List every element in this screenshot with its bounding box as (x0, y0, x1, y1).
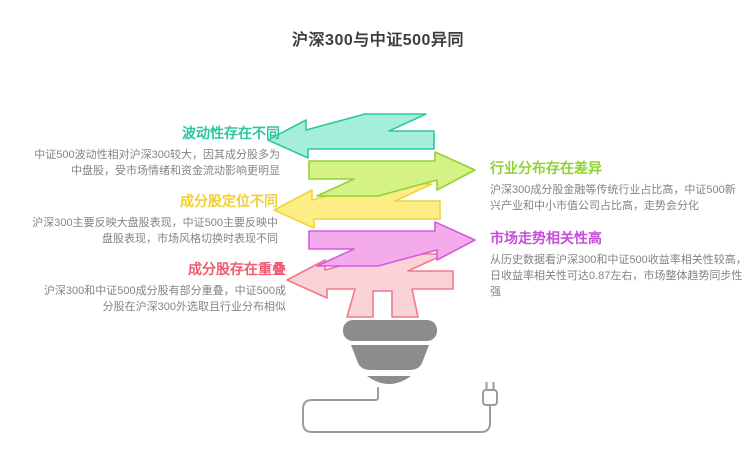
plug-icon (482, 382, 498, 406)
arrow-volatility-left (267, 113, 435, 159)
arrow-industry-right (308, 151, 476, 197)
item-description: 从历史数据看沪深300和中证500收益率相关性较高，日收益率相关性可达0.87左… (490, 254, 747, 298)
arrow-positioning-left (273, 183, 441, 229)
item-heading: 市场走势相关性高 (490, 230, 602, 246)
page-title: 沪深300与中证500异同 (292, 32, 464, 49)
cord-wire (302, 387, 491, 433)
item-heading: 成分股定位不同 (180, 193, 278, 209)
item-correlation: 市场走势相关性高 从历史数据看沪深300和中证500收益率相关性较高，日收益率相… (490, 230, 750, 300)
arrow-correlation-right (308, 221, 476, 267)
bulb-cup (351, 345, 429, 370)
item-positioning: 成分股定位不同 沪深300主要反映大盘股表现，中证500主要反映中盘股表现，市场… (26, 193, 278, 247)
item-overlap: 成分股存在重叠 沪深300和中证500成分股有部分重叠，中证500成分股在沪深3… (34, 261, 286, 315)
item-description: 沪深300和中证500成分股有部分重叠，中证500成分股在沪深300外选取且行业… (43, 285, 286, 313)
bulb-cap (343, 320, 437, 341)
item-heading: 行业分布存在差异 (490, 160, 602, 176)
item-industry: 行业分布存在差异 沪深300成分股金融等传统行业占比高，中证500新兴产业和中小… (490, 160, 746, 214)
plug-prongs (485, 382, 495, 390)
item-heading: 成分股存在重叠 (188, 261, 286, 277)
lightbulb-icon (343, 320, 437, 384)
item-volatility: 波动性存在不同 中证500波动性相对沪深300较大，因其成分股多为中盘股，受市场… (30, 125, 280, 179)
item-description: 沪深300主要反映大盘股表现，中证500主要反映中盘股表现，市场风格切换时表现不… (32, 217, 278, 245)
power-cord (302, 382, 498, 433)
item-description: 中证500波动性相对沪深300较大，因其成分股多为中盘股，受市场情绪和资金流动影… (34, 149, 280, 177)
item-description: 沪深300成分股金融等传统行业占比高，中证500新兴产业和中小市值公司占比高，走… (490, 184, 736, 212)
plug-body (482, 389, 498, 406)
bulb-nub (367, 376, 411, 384)
item-heading: 波动性存在不同 (182, 125, 280, 141)
